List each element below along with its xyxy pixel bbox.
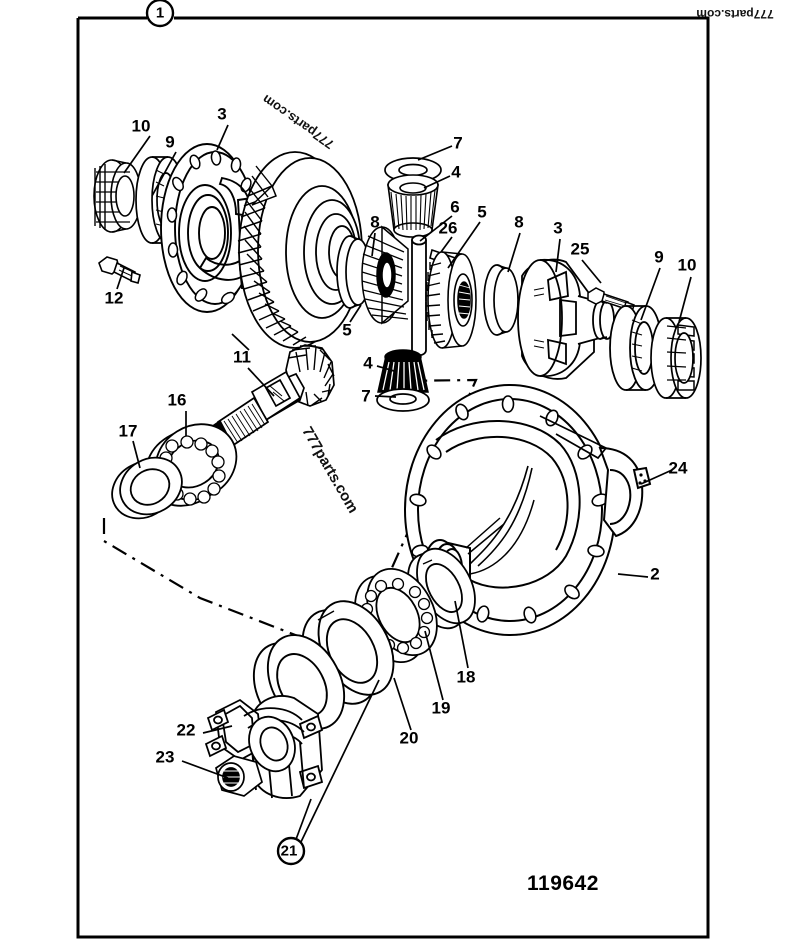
component-differential-bevel-gear-left xyxy=(361,225,409,325)
callout-circles xyxy=(145,0,306,866)
callout-8: 8 xyxy=(514,212,524,232)
component-diff-case-half-right xyxy=(517,258,615,380)
callout-20: 20 xyxy=(399,728,419,748)
component-thrust-washer-7-bottom xyxy=(376,388,430,412)
watermark-777parts: 777parts.com xyxy=(696,7,774,21)
component-diff-case-half-left xyxy=(160,143,265,313)
callout-4: 4 xyxy=(363,353,373,373)
callout-4: 4 xyxy=(451,162,461,182)
component-cap-screw-12 xyxy=(98,256,141,284)
component-differential-pinion-gear-4 xyxy=(377,349,429,401)
callout-9: 9 xyxy=(165,132,175,152)
component-pinion-nut-23 xyxy=(215,755,263,797)
callout-21-circled: 21 xyxy=(280,842,298,860)
callout-5: 5 xyxy=(477,202,487,222)
component-bearing-adjuster-right xyxy=(650,317,702,399)
component-ring-gear-segment-5 xyxy=(425,251,477,349)
leader-lines xyxy=(116,124,692,845)
callout-11: 11 xyxy=(233,347,251,367)
callout-3: 3 xyxy=(553,218,563,238)
component-bearing-adjuster-left xyxy=(93,159,142,233)
callout-9: 9 xyxy=(654,247,664,267)
callout-25: 25 xyxy=(570,239,590,259)
callout-19: 19 xyxy=(431,698,451,718)
component-thrust-washer-8-right xyxy=(483,264,519,336)
callout-16: 16 xyxy=(167,390,187,410)
callout-2: 2 xyxy=(650,564,660,584)
callout-10: 10 xyxy=(131,116,151,136)
callout-7: 7 xyxy=(453,133,463,153)
callout-10: 10 xyxy=(677,255,697,275)
component-side-gear-4-top xyxy=(387,174,439,238)
callout-1-circled: 1 xyxy=(155,4,165,22)
callout-7: 7 xyxy=(361,386,371,406)
diagram-part-number: 119642 xyxy=(527,872,599,895)
callout-6: 6 xyxy=(450,197,460,217)
callout-22: 22 xyxy=(176,720,196,740)
component-taper-bearing-right xyxy=(609,305,663,391)
callout-3: 3 xyxy=(217,104,227,124)
callout-26: 26 xyxy=(438,218,458,238)
callout-17: 17 xyxy=(118,421,138,441)
callout-18: 18 xyxy=(456,667,476,687)
diagram-frame xyxy=(76,16,710,939)
callout-24: 24 xyxy=(668,458,688,478)
callout-5: 5 xyxy=(342,320,352,340)
component-drive-flange-yoke-21 xyxy=(204,695,324,799)
callout-12: 12 xyxy=(104,288,124,308)
component-shim-washer-17 xyxy=(111,456,183,520)
callout-23: 23 xyxy=(155,747,175,767)
component-cross-shaft-6 xyxy=(411,234,427,357)
component-lock-bolt-25 xyxy=(587,287,635,313)
callout-8: 8 xyxy=(370,212,380,232)
